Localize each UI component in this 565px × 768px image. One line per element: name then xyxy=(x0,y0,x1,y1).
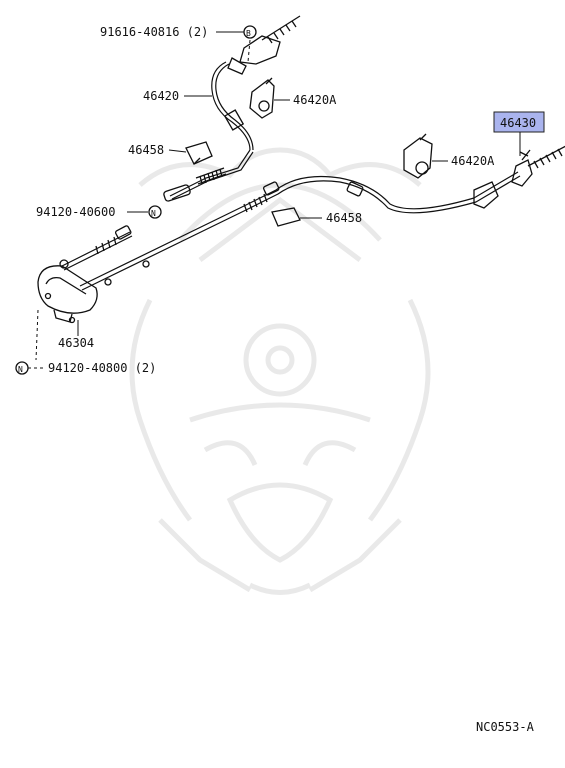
callout-94120-40600: 94120-40600 N xyxy=(36,205,162,219)
cable-46420 xyxy=(163,61,254,202)
callout-46458-left: 46458 xyxy=(128,143,187,157)
highlight-box-46430 xyxy=(493,111,545,133)
label-46420A-left: 46420A xyxy=(293,93,337,107)
callout-46420: 46420 xyxy=(143,89,212,103)
label-46420A-right: 46420A xyxy=(451,154,495,168)
label-46420: 46420 xyxy=(143,89,179,103)
callout-94120-40800: N 94120-40800 (2) xyxy=(15,361,156,375)
callout-46430: 46430 xyxy=(493,111,545,156)
grommet-46458-left xyxy=(185,141,213,165)
bolt-mark-b: B xyxy=(246,29,251,38)
callout-91616-40816: 91616-40816 (2) B xyxy=(100,25,257,39)
label-46458-right: 46458 xyxy=(326,211,362,225)
nut-mark-n-lower: N xyxy=(18,365,23,374)
callout-46420A-right: 46420A xyxy=(432,154,495,168)
diagram-code: NC0553-A xyxy=(476,720,535,734)
clamp-46420A-left xyxy=(249,77,275,119)
label-46304: 46304 xyxy=(58,336,94,350)
equalizer-46304 xyxy=(35,265,98,361)
grommet-46458-right xyxy=(271,207,301,227)
upper-bracket xyxy=(227,15,301,75)
cable-46430-end xyxy=(473,145,565,209)
label-46430: 46430 xyxy=(500,116,536,130)
callout-46304: 46304 xyxy=(58,320,94,350)
callout-46420A-left: 46420A xyxy=(274,93,337,107)
clamp-46420A-right xyxy=(403,133,433,179)
nut-mark-n-upper: N xyxy=(151,209,156,218)
label-46458-left: 46458 xyxy=(128,143,164,157)
label-94120-40600: 94120-40600 xyxy=(36,205,115,219)
label-91616-40816: 91616-40816 (2) xyxy=(100,25,208,39)
label-94120-40800: 94120-40800 (2) xyxy=(48,361,156,375)
cable-main xyxy=(79,171,521,291)
watermark-emblem xyxy=(129,147,431,595)
cable-left-end xyxy=(59,225,133,271)
callout-46458-right: 46458 xyxy=(300,211,362,225)
